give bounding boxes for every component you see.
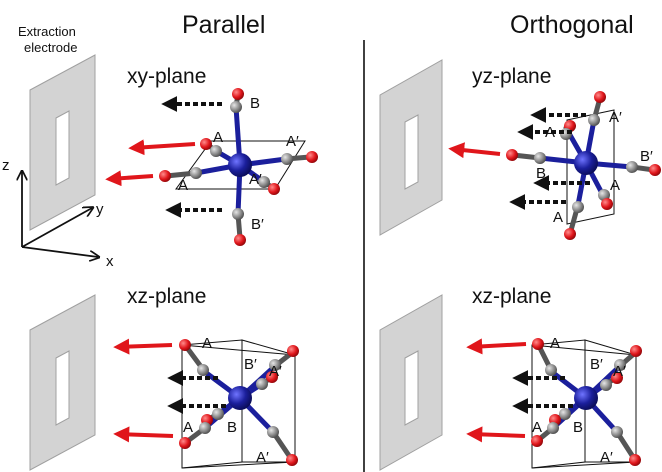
oxygen-atom — [601, 198, 613, 210]
atom-label: A′ — [609, 109, 622, 126]
atom-label: A — [553, 209, 563, 226]
carbon-atom — [614, 359, 626, 371]
atom-label: B — [536, 165, 546, 182]
axis-label-y: y — [96, 201, 104, 218]
column-title-parallel: Parallel — [182, 11, 265, 39]
oxygen-atom — [232, 88, 244, 100]
panel-orthogonal-xz: xz-plane — [466, 285, 642, 469]
atom-label: A′ — [256, 449, 269, 466]
atom-label: A — [610, 177, 620, 194]
atom-label: B′ — [244, 356, 257, 373]
carbon-atom — [210, 145, 222, 157]
oxygen-atom — [629, 454, 641, 466]
oxygen-atom — [506, 149, 518, 161]
oxygen-atom — [179, 437, 191, 449]
metal-atom — [228, 386, 252, 410]
ion-arrow — [113, 426, 174, 443]
oxygen-atom — [200, 138, 212, 150]
electrode-label-line1: Extraction — [18, 24, 76, 39]
atom-label: A′ — [600, 449, 613, 466]
atom-label: A′ — [249, 171, 262, 188]
carbon-atom — [212, 408, 224, 420]
carbon-atom — [559, 408, 571, 420]
atom-label: B′ — [251, 216, 264, 233]
carbon-atom — [534, 152, 546, 164]
oxygen-atom — [531, 435, 543, 447]
plane-label-xz-parallel: xz-plane — [127, 285, 206, 308]
plane-label-yz: yz-plane — [472, 65, 551, 88]
atom-label: B — [573, 419, 583, 436]
oxygen-atom — [268, 183, 280, 195]
oxygen-atom — [594, 91, 606, 103]
atom-label: A′ — [613, 363, 626, 380]
oxygen-atom — [234, 234, 246, 246]
atom-label: B — [250, 95, 260, 112]
metal-atom — [228, 153, 252, 177]
carbon-atom — [600, 379, 612, 391]
ion-arrow — [466, 338, 527, 355]
panel-parallel-xy: xy-plane — [105, 65, 318, 246]
oxygen-atom — [287, 345, 299, 357]
oxygen-atom — [159, 170, 171, 182]
extraction-electrode-4 — [379, 294, 443, 471]
atom-label: A — [545, 124, 555, 141]
extraction-electrode-2 — [379, 59, 443, 236]
oxygen-atom — [266, 371, 278, 383]
column-title-orthogonal: Orthogonal — [510, 11, 634, 39]
oxygen-atom — [649, 164, 661, 176]
atom-label: A — [178, 177, 188, 194]
atom-label: A — [202, 335, 212, 352]
atom-label: B′ — [640, 148, 653, 165]
ion-arrow — [128, 139, 196, 156]
oxygen-atom — [179, 339, 191, 351]
carbon-atom — [232, 208, 244, 220]
oxygen-atom — [564, 228, 576, 240]
atom-label: B′ — [590, 356, 603, 373]
ion-arrow — [466, 426, 526, 443]
ion-arrow — [105, 170, 154, 187]
plane-label-xy: xy-plane — [127, 65, 206, 88]
electrode-label-line2: electrode — [24, 40, 77, 55]
carbon-atom — [197, 364, 209, 376]
carbon-atom — [256, 378, 268, 390]
panel-parallel-xz: xz-plane — [113, 285, 299, 469]
carbon-atom — [267, 426, 279, 438]
carbon-atom — [545, 364, 557, 376]
atom-label: A′ — [269, 363, 282, 380]
axis-label-z: z — [2, 157, 10, 174]
metal-atom — [574, 386, 598, 410]
oxygen-atom — [532, 338, 544, 350]
carbon-atom — [190, 167, 202, 179]
carbon-atom — [626, 161, 638, 173]
oxygen-atom — [630, 345, 642, 357]
carbon-atom — [588, 114, 600, 126]
panel-orthogonal-yz: yz-plane — [448, 65, 661, 240]
extraction-electrode-1 — [29, 54, 96, 231]
atom-label: A — [532, 419, 542, 436]
carbon-atom — [258, 176, 270, 188]
atom-label: A — [550, 335, 560, 352]
carbon-atom — [547, 422, 559, 434]
oxygen-atom — [286, 454, 298, 466]
ion-arrow — [113, 338, 173, 355]
oxygen-atom — [306, 151, 318, 163]
ion-arrow — [448, 142, 501, 159]
carbon-atom — [572, 201, 584, 213]
metal-atom — [574, 151, 598, 175]
atom-label: A′ — [286, 133, 299, 150]
plane-label-xz-orthogonal: xz-plane — [472, 285, 551, 308]
carbon-atom — [611, 426, 623, 438]
atom-label: B — [227, 419, 237, 436]
coordinate-axes: z x y — [2, 157, 114, 270]
extraction-electrode-3 — [29, 294, 96, 471]
carbon-atom — [269, 359, 281, 371]
carbon-atom — [199, 422, 211, 434]
atom-label: A — [183, 419, 193, 436]
carbon-atom — [230, 101, 242, 113]
oxygen-atom — [611, 372, 623, 384]
axis-label-x: x — [106, 253, 114, 270]
atom-label: A — [213, 129, 223, 146]
carbon-atom — [281, 153, 293, 165]
